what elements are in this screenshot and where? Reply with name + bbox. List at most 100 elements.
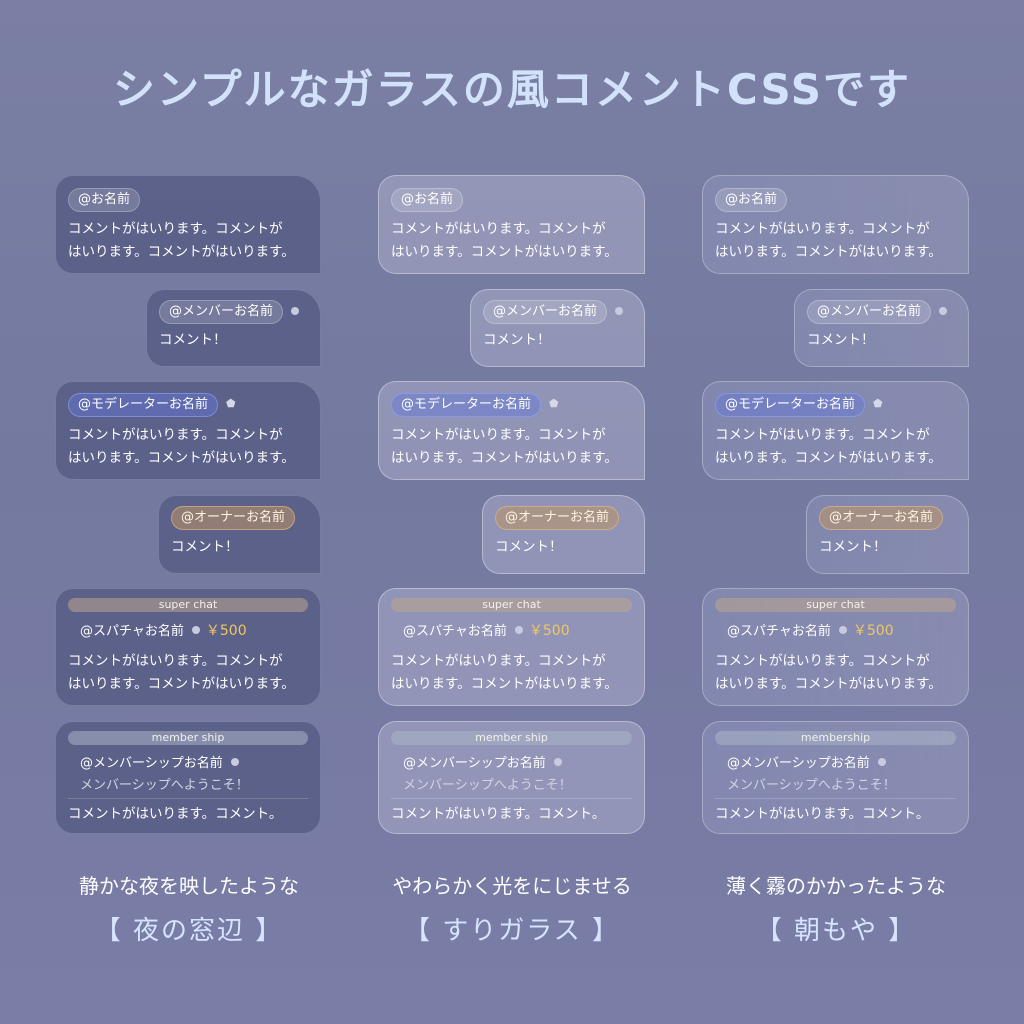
member-badge-icon — [291, 306, 300, 315]
comment-text-line1: コメントがはいります。コメントが — [391, 653, 606, 669]
membership-author: @メンバーシップお名前 — [80, 756, 223, 771]
comment-text-line1: コメントがはいります。コメントが — [68, 221, 283, 237]
comment-text-line1: コメントがはいります。コメントが — [715, 653, 930, 669]
badge-dot-icon — [191, 625, 200, 634]
style-column-night: @お名前 コメントがはいります。コメントが はいります。コメントがはいります。 … — [55, 0, 323, 1024]
style-name: 【 すりガラス 】 — [403, 916, 620, 946]
comment-text-line1: コメントがはいります。コメントが — [715, 427, 930, 443]
comment-text-line2: はいります。コメントがはいります。 — [391, 676, 618, 692]
badge-dot-icon — [877, 757, 886, 766]
comment-text-line2: はいります。コメントがはいります。 — [715, 450, 942, 466]
comment-text-line2: はいります。コメントがはいります。 — [68, 676, 295, 692]
badge-dot-icon — [553, 757, 562, 766]
author-name-pill: @お名前 — [391, 188, 464, 212]
comment-text-line2: はいります。コメントがはいります。 — [391, 244, 618, 260]
comment-text: コメントがはいります。コメント。 — [68, 806, 283, 822]
membership-label: member ship — [391, 731, 632, 745]
comment-text: コメント！ — [171, 539, 239, 555]
membership-card: member ship @メンバーシップお名前 メンバーシップへようこそ！ コメ… — [55, 721, 321, 834]
comment-card-owner: @オーナーお名前 コメント！ — [158, 495, 321, 574]
membership-card: member ship @メンバーシップお名前 メンバーシップへようこそ！ コメ… — [378, 721, 645, 834]
superchat-label: super chat — [715, 598, 956, 612]
membership-author: @メンバーシップお名前 — [727, 756, 870, 771]
comment-text-line2: はいります。コメントがはいります。 — [68, 450, 295, 466]
moderator-badge-icon: ⬟ — [873, 397, 883, 410]
comment-card-member: @メンバーお名前 コメント！ — [794, 289, 969, 367]
superchat-card: super chat @スパチャお名前 ￥500 コメントがはいります。コメントが… — [702, 588, 969, 706]
owner-name-pill: @オーナーお名前 — [819, 506, 944, 530]
member-badge-icon — [939, 306, 948, 315]
comment-text-line1: コメントがはいります。コメントが — [391, 221, 606, 237]
superchat-author: @スパチャお名前 — [403, 624, 507, 639]
comment-card-normal: @お名前 コメントがはいります。コメントが はいります。コメントがはいります。 — [378, 175, 645, 274]
comment-card-owner: @オーナーお名前 コメント！ — [806, 495, 969, 574]
moderator-badge-icon: ⬟ — [226, 397, 236, 410]
style-caption: やわらかく光をにじませる — [392, 874, 632, 898]
comment-text: コメント！ — [495, 539, 563, 555]
membership-welcome: メンバーシップへようこそ！ — [403, 778, 572, 793]
member-name-pill: @メンバーお名前 — [159, 300, 284, 324]
comment-card-member: @メンバーお名前 コメント！ — [470, 289, 645, 367]
badge-dot-icon — [230, 757, 239, 766]
comment-text-line2: はいります。コメントがはいります。 — [715, 676, 942, 692]
divider — [715, 798, 956, 799]
style-column-frost: @お名前 コメントがはいります。コメントが はいります。コメントがはいります。 … — [378, 0, 646, 1024]
page-title: シンプルなガラスの風コメントCSSです — [112, 65, 912, 114]
comment-card-moderator: @モデレーターお名前 ⬟ コメントがはいります。コメントが はいります。コメントが… — [702, 381, 969, 480]
superchat-author: @スパチャお名前 — [80, 624, 184, 639]
comment-text-line1: コメントがはいります。コメントが — [68, 653, 283, 669]
style-name: 【 夜の窓辺 】 — [94, 916, 284, 946]
moderator-name-pill: @モデレーターお名前 — [68, 393, 219, 417]
comment-text-line2: はいります。コメントがはいります。 — [391, 450, 618, 466]
comment-text-line2: はいります。コメントがはいります。 — [715, 244, 942, 260]
author-name-pill: @お名前 — [68, 188, 141, 212]
superchat-card: super chat @スパチャお名前 ￥500 コメントがはいります。コメントが… — [378, 588, 645, 706]
membership-card: membership @メンバーシップお名前 メンバーシップへようこそ！ コメン… — [702, 721, 969, 834]
owner-name-pill: @オーナーお名前 — [171, 506, 296, 530]
style-caption: 静かな夜を映したような — [79, 874, 299, 898]
comment-card-moderator: @モデレーターお名前 ⬟ コメントがはいります。コメントが はいります。コメントが… — [378, 381, 645, 480]
membership-welcome: メンバーシップへようこそ！ — [80, 778, 249, 793]
comment-text-line2: はいります。コメントがはいります。 — [68, 244, 295, 260]
comment-text: コメントがはいります。コメント。 — [715, 806, 930, 822]
comment-card-member: @メンバーお名前 コメント！ — [146, 289, 321, 367]
member-badge-icon — [615, 306, 624, 315]
style-caption: 薄く霧のかかったような — [726, 874, 946, 898]
divider — [68, 798, 308, 799]
comment-text: コメント！ — [483, 332, 551, 348]
moderator-badge-icon: ⬟ — [549, 397, 559, 410]
superchat-amount: ￥500 — [528, 622, 570, 639]
comment-text: コメントがはいります。コメント。 — [391, 806, 606, 822]
moderator-name-pill: @モデレーターお名前 — [715, 393, 866, 417]
comment-text: コメント！ — [159, 332, 227, 348]
superchat-label: super chat — [68, 598, 308, 612]
comment-card-moderator: @モデレーターお名前 ⬟ コメントがはいります。コメントが はいります。コメントが… — [55, 381, 321, 480]
comment-card-normal: @お名前 コメントがはいります。コメントが はいります。コメントがはいります。 — [702, 175, 969, 274]
superchat-amount: ￥500 — [205, 622, 247, 639]
superchat-author: @スパチャお名前 — [727, 624, 831, 639]
divider — [391, 798, 632, 799]
comment-text-line1: コメントがはいります。コメントが — [391, 427, 606, 443]
comment-text: コメント！ — [819, 539, 887, 555]
comment-card-normal: @お名前 コメントがはいります。コメントが はいります。コメントがはいります。 — [55, 175, 321, 274]
author-name-pill: @お名前 — [715, 188, 788, 212]
comment-text: コメント！ — [807, 332, 875, 348]
membership-label: member ship — [68, 731, 308, 745]
badge-dot-icon — [838, 625, 847, 634]
moderator-name-pill: @モデレーターお名前 — [391, 393, 542, 417]
comment-text-line1: コメントがはいります。コメントが — [68, 427, 283, 443]
style-name: 【 朝もや 】 — [755, 916, 917, 946]
member-name-pill: @メンバーお名前 — [807, 300, 932, 324]
comment-text-line1: コメントがはいります。コメントが — [715, 221, 930, 237]
membership-author: @メンバーシップお名前 — [403, 756, 546, 771]
badge-dot-icon — [514, 625, 523, 634]
superchat-label: super chat — [391, 598, 632, 612]
owner-name-pill: @オーナーお名前 — [495, 506, 620, 530]
membership-label: membership — [715, 731, 956, 745]
style-column-mist: @お名前 コメントがはいります。コメントが はいります。コメントがはいります。 … — [702, 0, 970, 1024]
superchat-amount: ￥500 — [852, 622, 894, 639]
comment-card-owner: @オーナーお名前 コメント！ — [482, 495, 645, 574]
superchat-card: super chat @スパチャお名前 ￥500 コメントがはいります。コメントが… — [55, 588, 321, 706]
member-name-pill: @メンバーお名前 — [483, 300, 608, 324]
membership-welcome: メンバーシップへようこそ！ — [727, 778, 896, 793]
